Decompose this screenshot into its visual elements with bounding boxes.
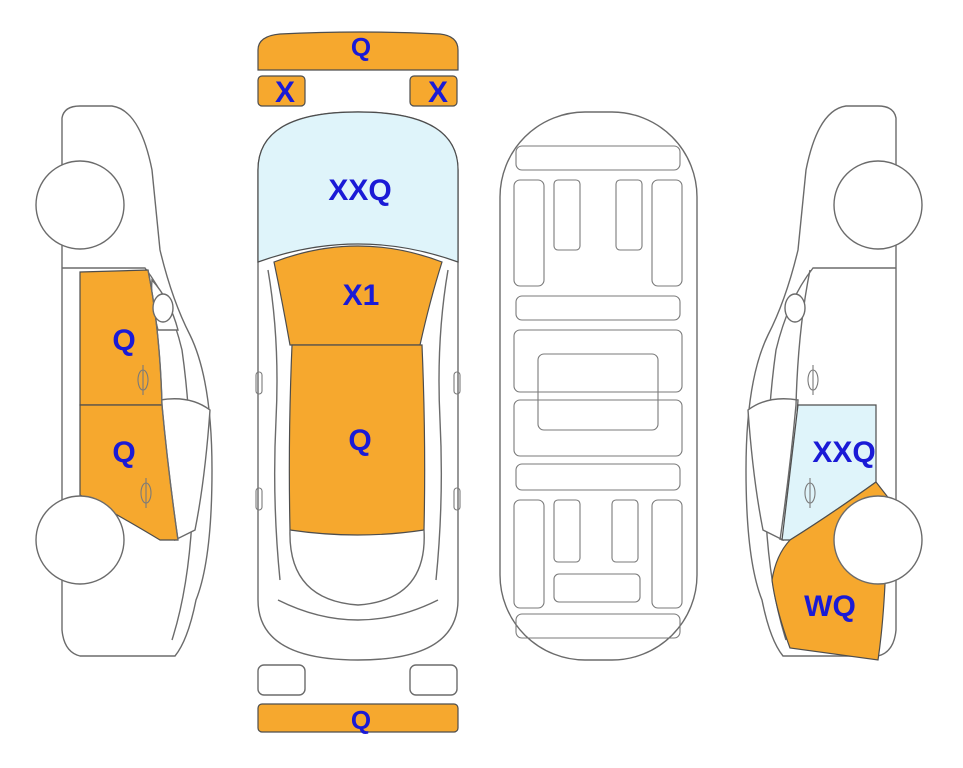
underbody-view [499,111,698,661]
rear-bumper-label: Q [351,705,371,735]
front-bumper-panel [257,31,459,71]
right-side-view: XXQ WQ [745,105,923,661]
left-side-mirror [152,293,174,323]
windshield-panel [257,111,459,263]
top-view: Q X X XXQ X1 Q Q [255,31,461,735]
front-left-light-label: X [275,76,295,109]
roof-label: Q [348,424,371,457]
rear-bumper-panel [257,703,459,733]
front-right-light-label: X [428,76,448,109]
underbody-outline [499,111,698,661]
left-rear-wheel [35,160,125,250]
right-mirror-top [453,371,461,395]
left-rear-door-label: Q [112,436,135,469]
left-front-door-label: Q [112,324,135,357]
right-rear-window-label: XXQ [812,436,875,469]
rear-window-outline [289,529,425,606]
right-door-handle-lower [804,478,816,508]
roof-panel [288,344,426,536]
left-front-wheel [35,495,125,585]
right-front-wheel [833,160,923,250]
right-rear-quarter-label: WQ [804,590,856,623]
right-rear-wheel [833,495,923,585]
left-mirror-top [255,371,263,395]
rear-left-light [257,664,306,696]
front-right-light-panel [409,75,458,107]
windshield-label: XXQ [328,174,391,207]
front-bumper-label: Q [351,32,371,62]
right-side-mirror [784,293,806,323]
rear-right-light [409,664,458,696]
left-door-handle-lower [140,478,152,508]
left-side-view: Q Q [35,105,213,657]
hood-label: X1 [343,279,380,312]
hood-panel [273,245,443,346]
right-door-handle-upper [807,365,819,395]
left-door-handle-upper [137,365,149,395]
front-left-light-panel [257,75,306,107]
